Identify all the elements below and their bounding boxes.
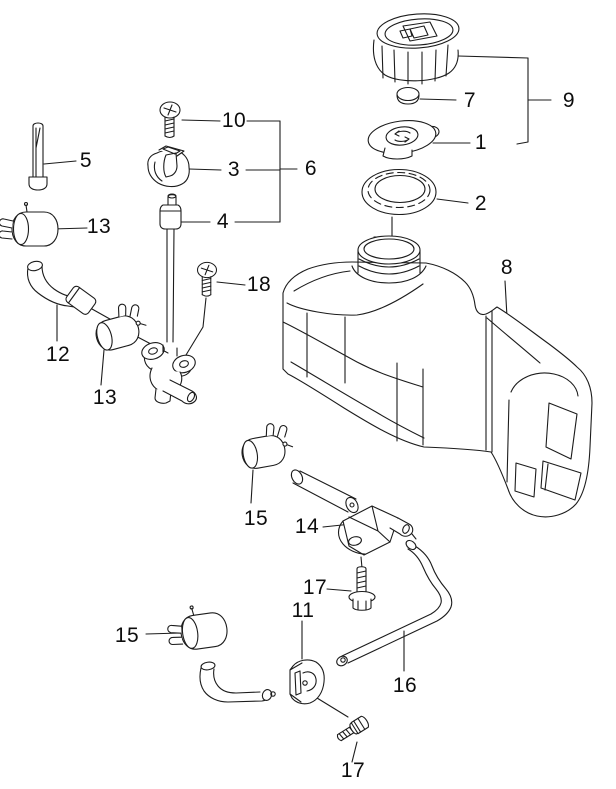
fuel-tank-drawing	[282, 235, 593, 518]
cap-gasket-drawing	[396, 86, 420, 105]
hose-16-drawing	[336, 539, 453, 667]
cap-inner-drawing	[367, 120, 440, 160]
clamp-11-drawing	[289, 659, 325, 705]
clamp-13-upper-drawing	[0, 201, 59, 247]
tube-4-drawing	[159, 193, 182, 343]
neck-gasket-drawing	[361, 168, 437, 216]
leader-lines	[43, 55, 552, 763]
bracket-14-drawing	[337, 505, 417, 556]
clamp-15-lower-drawing	[164, 601, 230, 654]
bolt-17-upper-drawing	[348, 566, 376, 611]
hose-12-drawing	[26, 260, 97, 315]
pipe-14-drawing	[290, 469, 359, 514]
clamp-15-upper-drawing	[237, 420, 296, 471]
clamp-13-lower-drawing	[89, 298, 151, 354]
rod-5-drawing	[28, 122, 48, 191]
screw-10-drawing	[159, 101, 181, 139]
gauge-3-drawing	[147, 145, 190, 188]
bolt-17-lower-drawing	[336, 715, 369, 742]
elbow-hose-drawing	[199, 661, 276, 703]
fuel-cap-drawing	[372, 13, 460, 85]
screw-18-drawing	[196, 261, 218, 297]
fuel-valve-drawing	[141, 342, 197, 405]
